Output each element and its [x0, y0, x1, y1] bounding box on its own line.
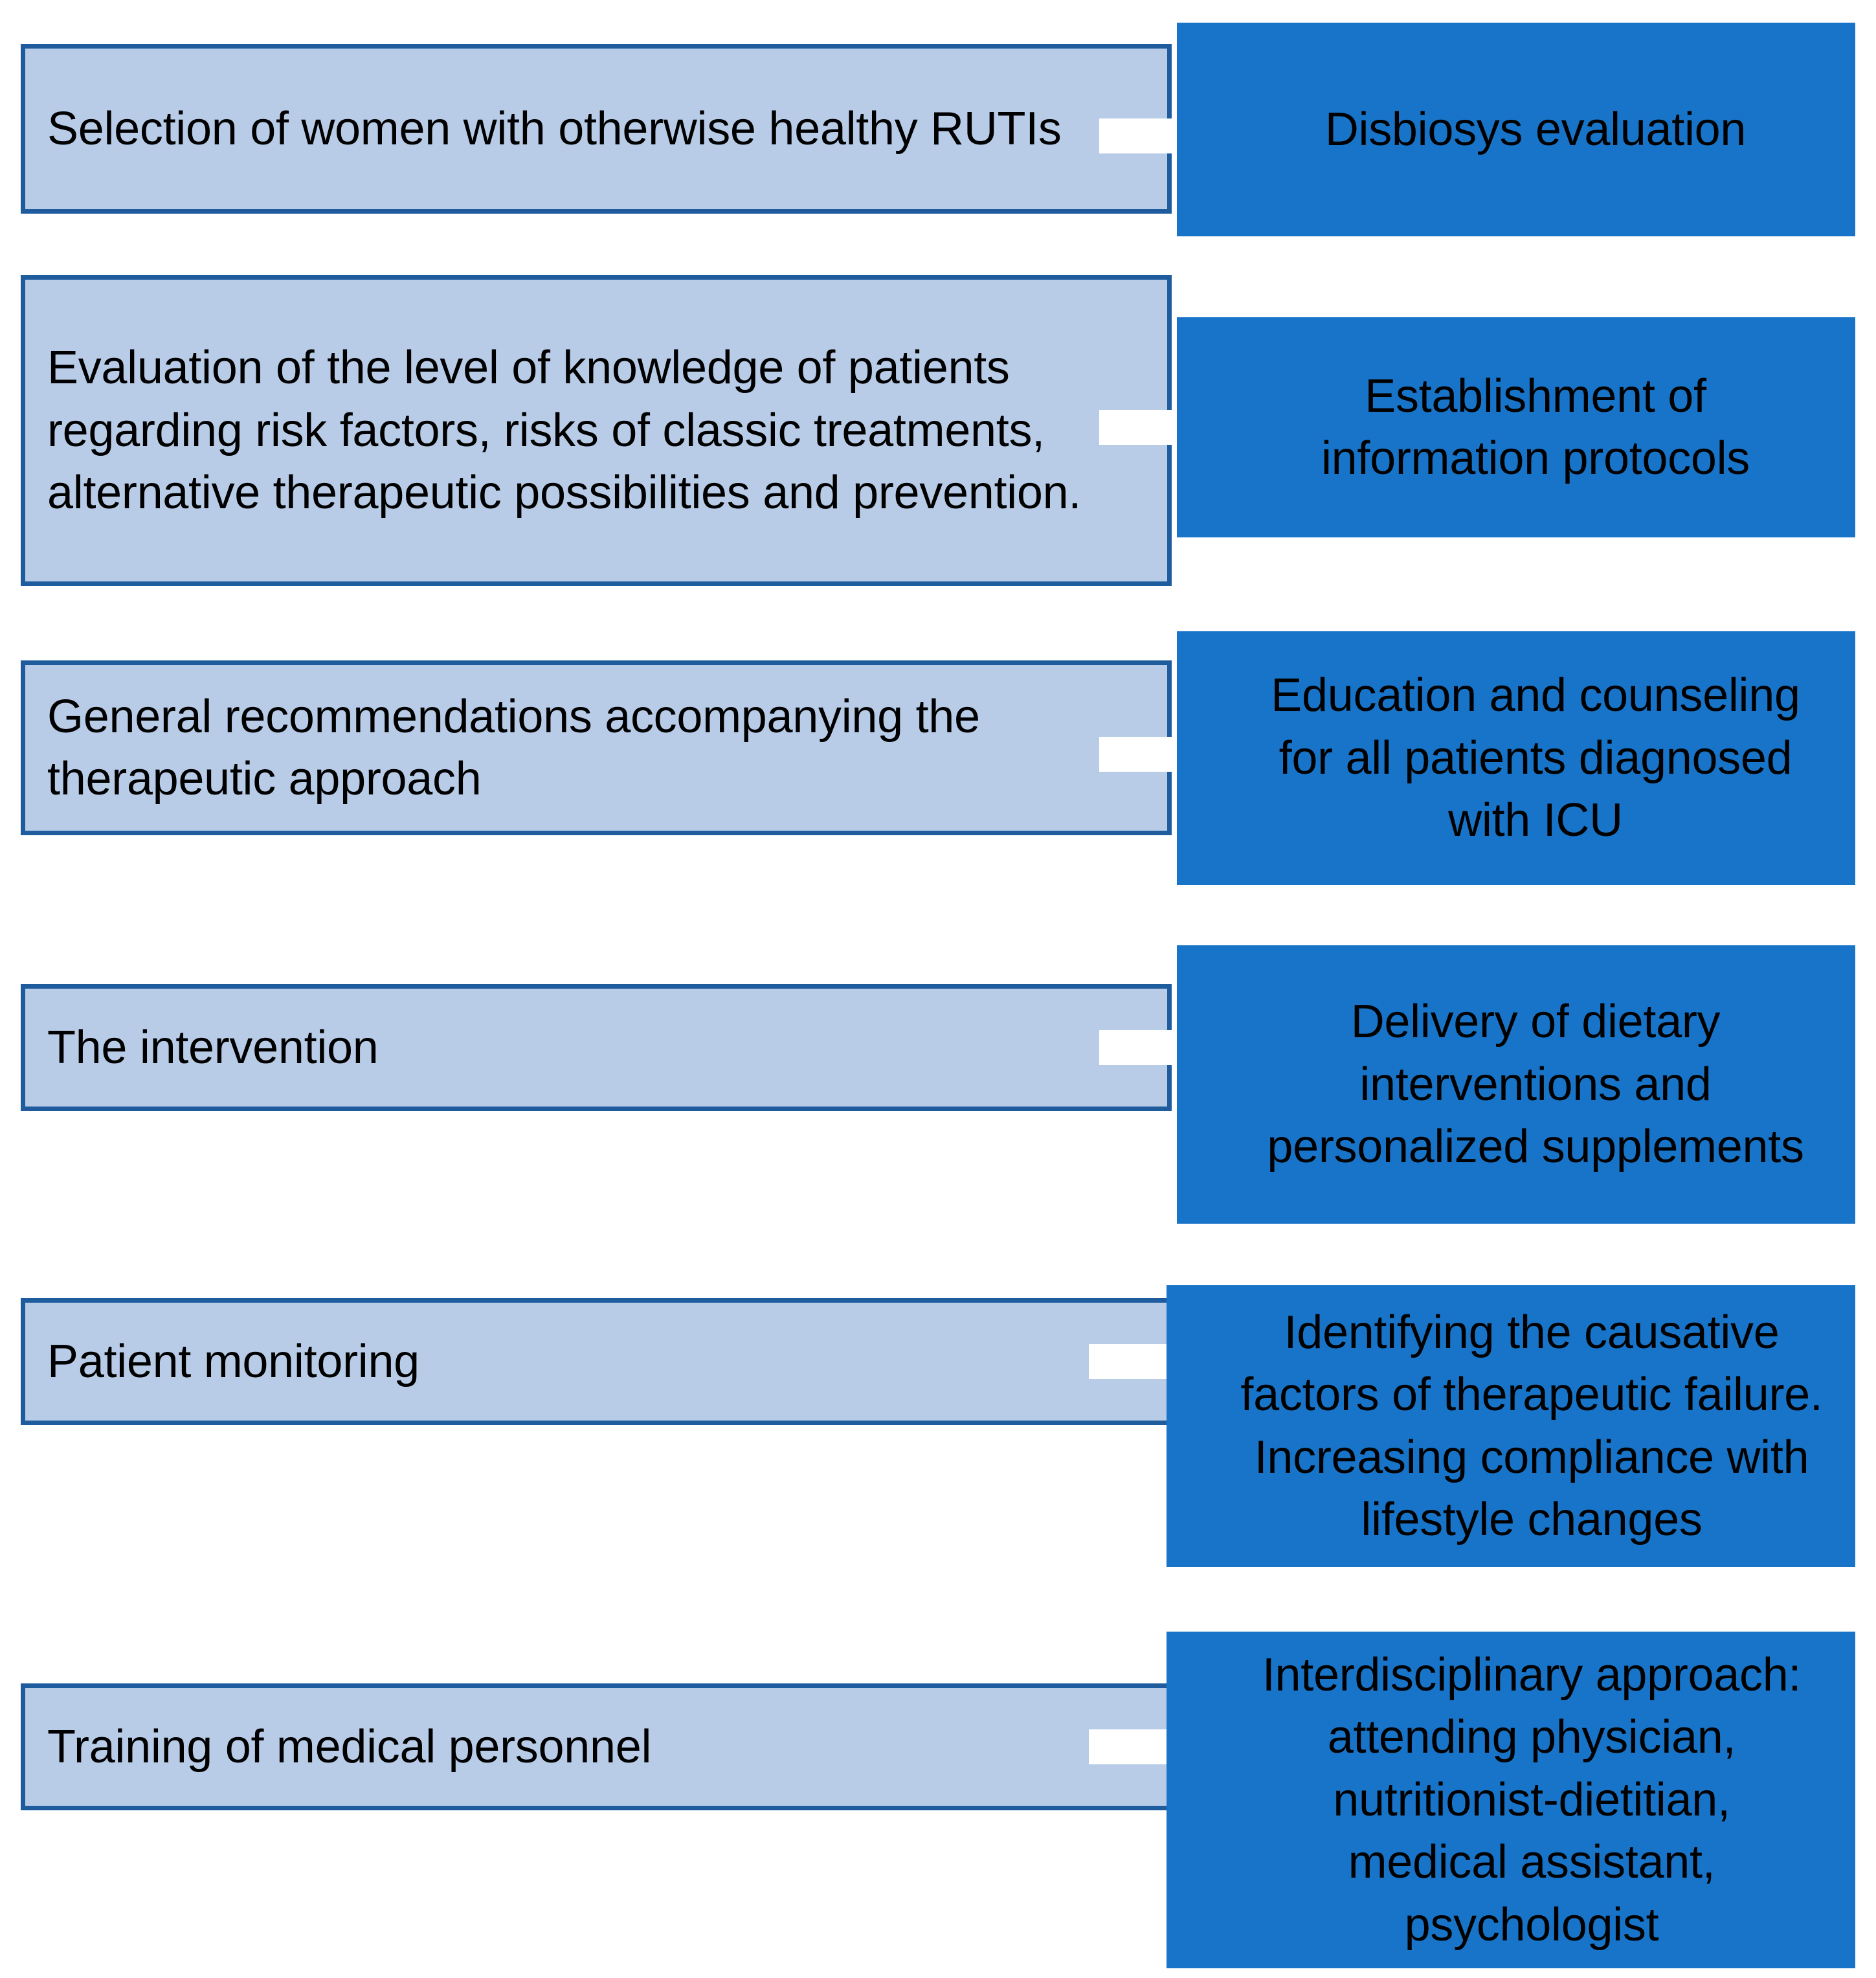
left-box-row-5[interactable]: Patient monitoring	[21, 1298, 1172, 1425]
left-box-label-row-3: General recommendations accompanying the…	[47, 690, 980, 805]
right-box-label-row-5: Identifying the causative factors of the…	[1240, 1306, 1823, 1545]
right-box-row-5[interactable]: Identifying the causative factors of the…	[1167, 1285, 1855, 1567]
right-box-label-row-1: Disbiosys evaluation	[1324, 103, 1747, 155]
right-box-row-2[interactable]: Establishment of information protocols	[1177, 317, 1855, 537]
right-box-label-row-4: Delivery of dietary interventions and pe…	[1267, 996, 1804, 1173]
left-box-label-row-1: Selection of women with otherwise health…	[47, 102, 1062, 155]
right-box-row-4[interactable]: Delivery of dietary interventions and pe…	[1177, 945, 1855, 1224]
right-box-row-3[interactable]: Education and counseling for all patient…	[1177, 631, 1855, 885]
left-box-row-2[interactable]: Evaluation of the level of knowledge of …	[21, 275, 1172, 586]
left-box-row-4[interactable]: The intervention	[21, 984, 1172, 1111]
right-box-label-row-3: Education and counseling for all patient…	[1271, 669, 1800, 847]
left-box-label-row-4: The intervention	[47, 1021, 379, 1073]
left-box-row-3[interactable]: General recommendations accompanying the…	[21, 660, 1172, 835]
left-box-label-row-6: Training of medical personnel	[47, 1720, 652, 1773]
left-box-row-1[interactable]: Selection of women with otherwise health…	[21, 44, 1172, 214]
right-box-label-row-2: Establishment of information protocols	[1321, 370, 1750, 484]
left-box-row-6[interactable]: Training of medical personnel	[21, 1683, 1172, 1810]
left-box-label-row-5: Patient monitoring	[47, 1335, 419, 1388]
left-box-label-row-2: Evaluation of the level of knowledge of …	[47, 342, 1082, 519]
right-box-row-6[interactable]: Interdisciplinary approach: attending ph…	[1167, 1632, 1855, 1968]
right-box-row-1[interactable]: Disbiosys evaluation	[1177, 23, 1855, 236]
right-box-label-row-6: Interdisciplinary approach: attending ph…	[1262, 1648, 1802, 1951]
